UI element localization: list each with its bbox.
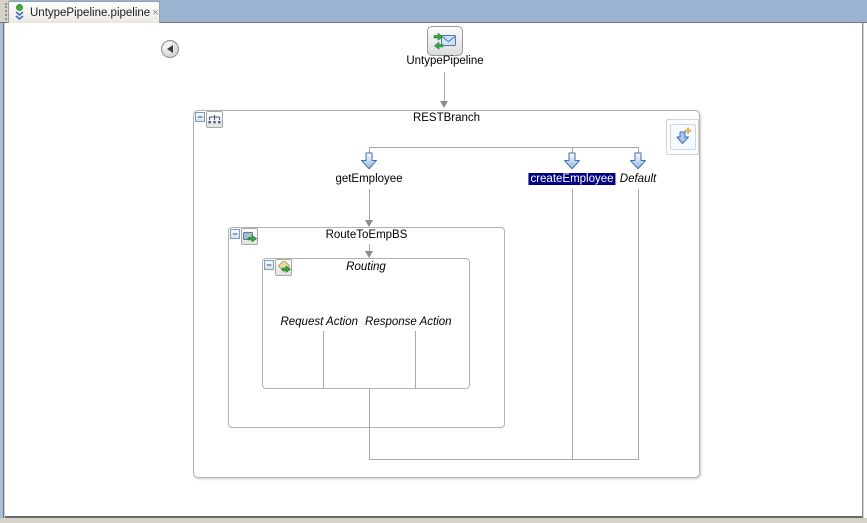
response-action-label[interactable]: Response Action <box>365 316 452 328</box>
routing-column-divider <box>415 331 416 389</box>
branch-arrow-icon[interactable] <box>630 152 647 170</box>
pipeline-icon <box>15 4 24 21</box>
request-action-label[interactable]: Request Action <box>280 316 359 328</box>
routing-title: Routing <box>346 261 386 273</box>
tab-bar-left-gutter <box>0 0 9 22</box>
connector-line <box>572 147 573 153</box>
connector-line <box>369 189 370 220</box>
arrowhead-down-icon <box>365 251 373 258</box>
right-gutter <box>864 23 867 518</box>
left-triangle-icon <box>166 45 173 53</box>
collapse-routing-button[interactable]: − <box>264 260 274 270</box>
routing-action-labels: Request Action Response Action <box>262 316 470 328</box>
pipeline-start-node[interactable] <box>427 26 463 56</box>
arrowhead-down-icon <box>440 101 448 108</box>
pipeline-service-icon <box>433 32 456 50</box>
connector-line <box>369 389 370 459</box>
rest-branch-title: RESTBranch <box>412 112 481 124</box>
connector-line <box>638 189 639 459</box>
route-node-icon[interactable] <box>241 228 258 245</box>
add-branch-button[interactable] <box>669 124 696 150</box>
branch-node-icon[interactable] <box>206 111 223 128</box>
branch-arrow-icon[interactable] <box>564 152 581 170</box>
routing-box[interactable] <box>262 258 470 389</box>
tab-title: UntypePipeline.pipeline <box>30 6 151 19</box>
add-branch-arrow-icon <box>676 127 692 144</box>
left-splitter[interactable] <box>0 23 4 518</box>
branch-connector-line <box>369 147 639 148</box>
branch-join-line <box>369 459 639 460</box>
branch-label-getemployee[interactable]: getEmployee <box>335 173 403 185</box>
branch-label-default[interactable]: Default <box>619 173 657 185</box>
collapse-routetoempbs-button[interactable]: − <box>230 229 240 239</box>
tab-drag-grip-icon[interactable] <box>5 3 7 20</box>
collapse-left-button[interactable] <box>161 40 179 58</box>
editor-tab-bar: UntypePipeline.pipeline × <box>0 0 867 23</box>
connector-line <box>638 147 639 153</box>
connector-line <box>572 189 573 459</box>
routing-node-icon[interactable] <box>275 259 292 276</box>
routing-column-divider <box>323 331 324 389</box>
start-node-label: UntypePipeline <box>406 55 484 67</box>
branch-label-createemployee-selected[interactable]: createEmployee <box>528 173 616 185</box>
route-to-emp-bs-title: RouteToEmpBS <box>325 229 408 241</box>
connector-line <box>369 244 370 251</box>
tab-untypepipeline[interactable]: UntypePipeline.pipeline × <box>8 1 160 23</box>
arrowhead-down-icon <box>365 220 373 227</box>
branch-arrow-icon[interactable] <box>361 152 378 170</box>
collapse-restbranch-button[interactable]: − <box>195 112 205 122</box>
branch-actions-panel <box>666 119 699 155</box>
close-icon[interactable]: × <box>152 6 159 19</box>
connector-line <box>369 147 370 153</box>
connector-line <box>444 72 445 101</box>
